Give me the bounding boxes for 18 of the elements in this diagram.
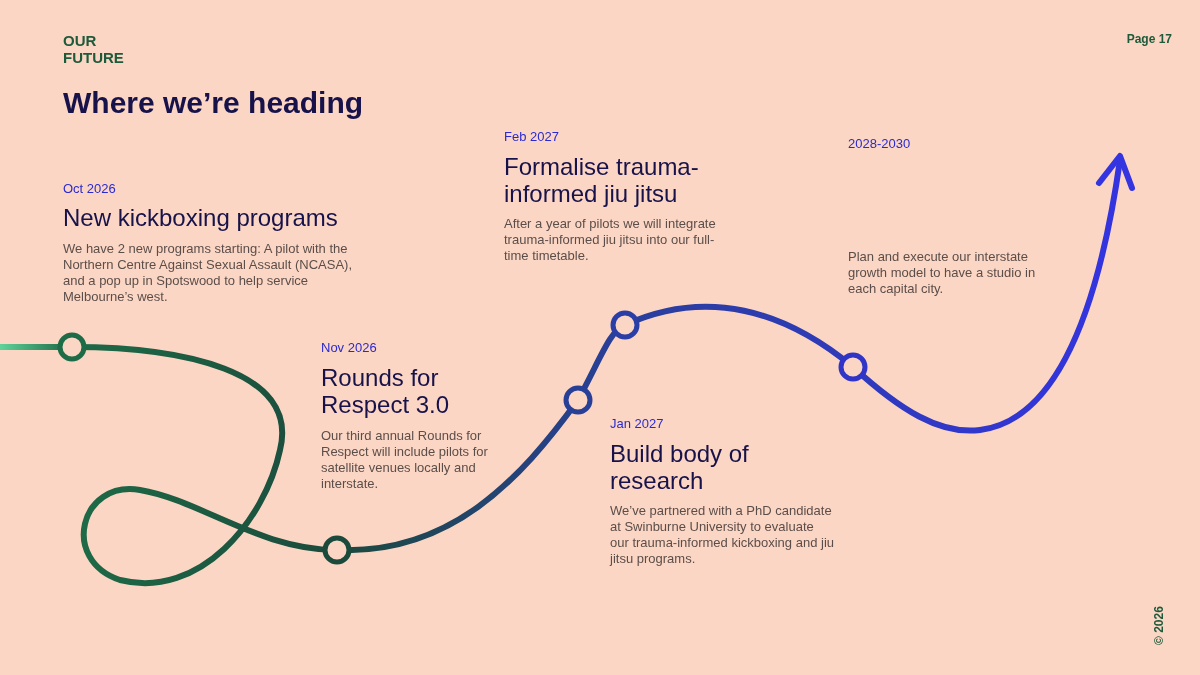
milestone-description: We’ve partnered with a PhD candidate at Swinburne University to evaluate our trauma-informed kickboxing and jiu jitsu programs. xyxy=(610,503,835,567)
milestone-heading: Build body of research xyxy=(610,440,750,494)
milestone-date: Nov 2026 xyxy=(321,340,378,355)
milestone-heading: Rounds for Respect 3.0 xyxy=(321,364,451,418)
milestone-description: Our third annual Rounds for Respect will include pilots for satellite venues locally and interstate. xyxy=(321,428,489,492)
milestone-date: 2028-2030 xyxy=(848,136,912,151)
slide-title: Where we’re heading xyxy=(63,86,364,120)
milestone-description: After a year of pilots we will integrate trauma-informed jiu jitsu into our full-time timetable. xyxy=(504,216,717,264)
milestone-description: Plan and execute our interstate growth model to have a studio in each capital city. xyxy=(848,249,1037,297)
copyright-note: © 2026 xyxy=(1152,606,1166,645)
milestone-date: Jan 2027 xyxy=(610,416,665,431)
milestone-heading: New kickboxing programs xyxy=(63,204,339,231)
milestone-date: Feb 2027 xyxy=(504,129,560,144)
milestone-description: We have 2 new programs starting: A pilot with the Northern Centre Against Sexual Assault (NCASA), and a pop up in Spotswood to help service Melbourne’s west. xyxy=(63,241,354,305)
milestone-heading: Formalise trauma-informed jiu jitsu xyxy=(504,153,700,207)
milestone-date: Oct 2026 xyxy=(63,181,117,196)
section-label: OUR FUTURE xyxy=(63,32,125,66)
page-number: Page 17 xyxy=(1126,32,1172,46)
